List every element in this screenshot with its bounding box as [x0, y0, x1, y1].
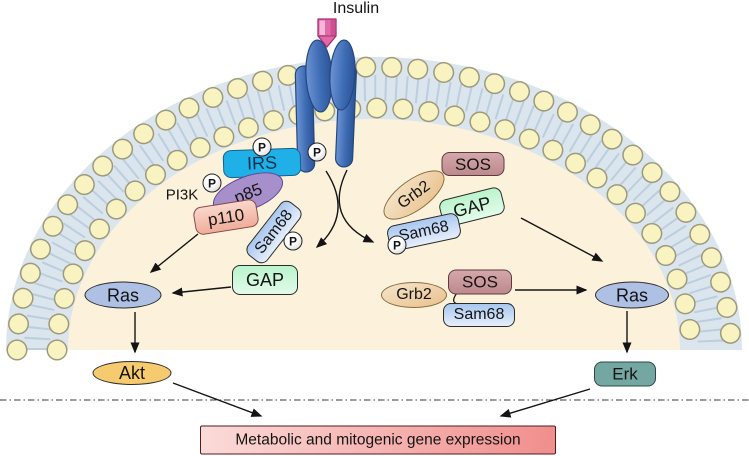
phospho-badge-receptor: P [307, 142, 327, 162]
insulin-molecule [317, 18, 337, 48]
arrow-akt-to-gene [172, 382, 263, 417]
protein-erk: Erk [594, 361, 656, 387]
arrow-receptor-to-right-complex [338, 169, 375, 243]
insulin-molecule-shade [330, 19, 335, 36]
arrow-rightcomplex-to-ras [520, 217, 604, 262]
gene-expression-box: Metabolic and mitogenic gene expression [200, 425, 556, 455]
insulin-label: Insulin [332, 0, 380, 17]
protein-sos-lower: SOS [448, 269, 512, 295]
signal-arrows [130, 169, 632, 418]
receptor-alpha-subunit-right [329, 39, 356, 111]
pi3k-label: PI3K [165, 186, 199, 204]
arrow-erk-to-gene [499, 388, 591, 418]
arrow-p110-to-ras [149, 233, 199, 273]
inner-lipid-heads [48, 99, 700, 359]
plasma-membrane [6, 56, 742, 361]
outer-lipid-heads [8, 58, 740, 359]
insulin-molecule-highlight [319, 20, 325, 35]
phospho-badge-sam68-right: P [387, 235, 407, 255]
protein-akt: Akt [92, 361, 172, 385]
protein-gap-left: GAP [232, 265, 298, 295]
arrow-gap-to-ras [171, 286, 232, 297]
arrow-receptor-to-left-complex [315, 170, 339, 248]
protein-ras-right: Ras [595, 281, 669, 309]
protein-ras-left: Ras [84, 281, 162, 309]
protein-sos-upper: SOS [441, 152, 505, 176]
protein-sam68-lower: Sam68 [443, 303, 515, 327]
protein-grb2-lower: Grb2 [381, 282, 447, 308]
phospho-badge-sam68-left: P [283, 231, 303, 251]
phospho-badge-irs-top: P [252, 137, 272, 157]
phospho-badge-p85: P [202, 173, 222, 193]
